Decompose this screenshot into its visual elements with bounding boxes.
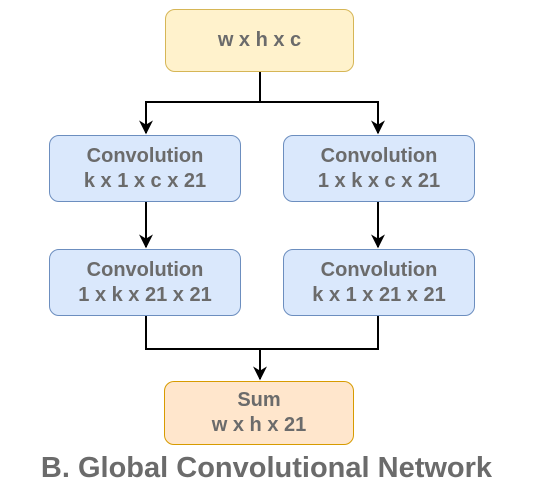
right-conv2-title: Convolution <box>320 258 438 281</box>
edge-input-to-right-conv1 <box>260 101 385 135</box>
input-node: w x h x c <box>165 9 354 72</box>
sum-node: Sum w x h x 21 <box>164 381 354 445</box>
left-conv2-title: Convolution <box>86 258 204 281</box>
sum-node-shape: w x h x 21 <box>211 414 307 436</box>
edge-left-conv2-to-sum <box>145 316 267 381</box>
edge-right-conv2-to-sum <box>260 316 379 350</box>
sum-node-title: Sum <box>237 389 281 411</box>
left-conv2-shape: 1 x k x 21 x 21 <box>78 283 212 306</box>
figure-caption: B. Global Convolutional Network <box>40 452 493 484</box>
left-conv2-node: Convolution 1 x k x 21 x 21 <box>49 249 241 316</box>
left-conv1-shape: k x 1 x c x 21 <box>83 169 207 192</box>
edge-input-to-left-conv1 <box>139 72 261 135</box>
left-conv1-node: Convolution k x 1 x c x 21 <box>49 135 241 202</box>
right-conv1-shape: 1 x k x c x 21 <box>317 169 441 192</box>
right-conv1-node: Convolution 1 x k x c x 21 <box>283 135 475 202</box>
right-conv2-node: Convolution k x 1 x 21 x 21 <box>283 249 475 316</box>
right-conv2-shape: k x 1 x 21 x 21 <box>312 283 446 306</box>
right-conv1-title: Convolution <box>320 144 438 167</box>
left-conv1-title: Convolution <box>86 144 204 167</box>
input-node-label: w x h x c <box>217 29 302 51</box>
